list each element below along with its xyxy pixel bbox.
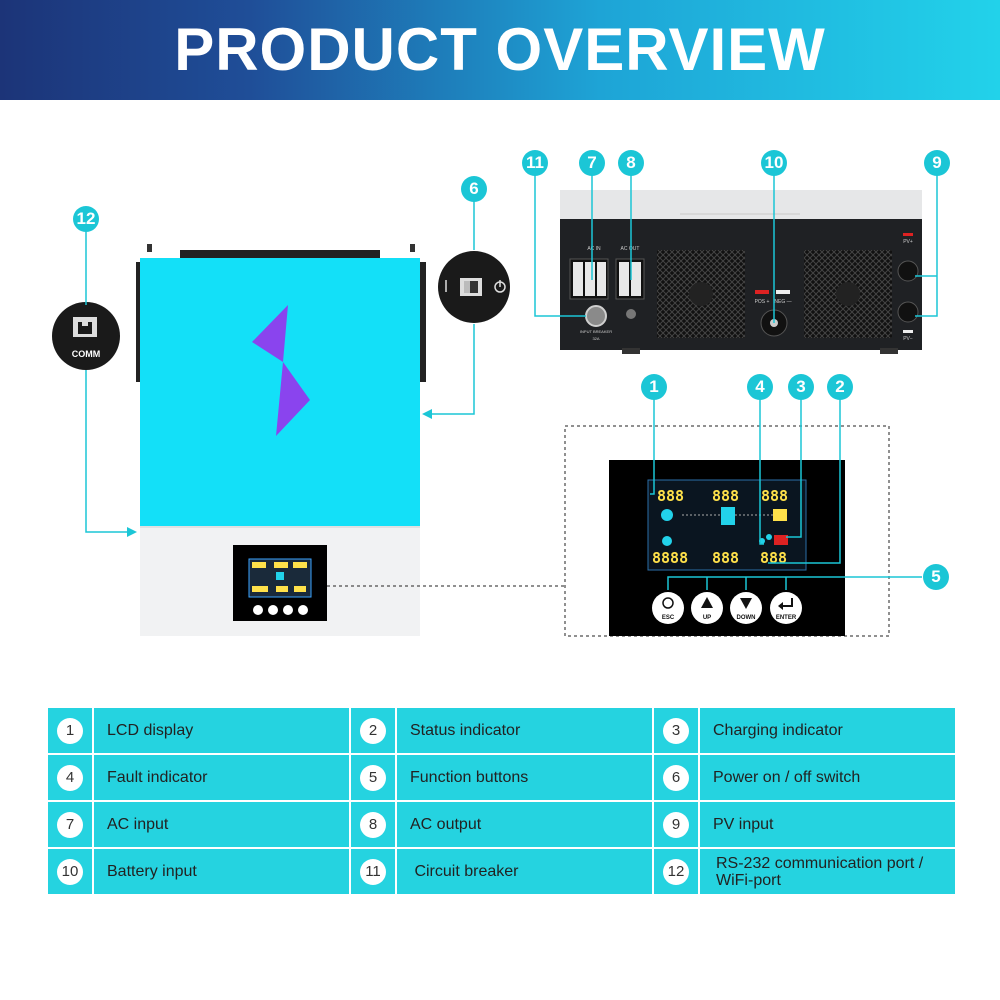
legend-row: 7 AC input 8 AC output 9 PV input bbox=[48, 802, 955, 849]
callout-3: 3 bbox=[788, 374, 814, 400]
callout-6: 6 bbox=[461, 176, 487, 202]
product-diagram: AC IN AC OUT INPUT BREAKER 32A POS + NEG… bbox=[52, 174, 938, 637]
legend-item: 2 Status indicator bbox=[351, 708, 652, 753]
inverter-bottom-view: AC IN AC OUT INPUT BREAKER 32A POS + NEG… bbox=[534, 174, 938, 354]
pv-input-positive bbox=[897, 260, 919, 282]
lcd-digits-bottom-3: 888 bbox=[760, 549, 787, 567]
lcd-digits-bottom-1: 8888 bbox=[652, 549, 688, 567]
input-breaker-label: INPUT BREAKER bbox=[580, 329, 612, 334]
legend-number: 3 bbox=[663, 717, 689, 744]
callout-10: 10 bbox=[761, 150, 787, 176]
legend-item: 4 Fault indicator bbox=[48, 755, 349, 800]
callout-11: 11 bbox=[522, 150, 548, 176]
pv-pos-label: PV+ bbox=[903, 239, 913, 245]
bolt-logo-top bbox=[252, 305, 288, 362]
breaker-rating-label: 32A bbox=[592, 336, 599, 341]
circuit-breaker bbox=[585, 305, 607, 327]
ac-out-label: AC OUT bbox=[621, 246, 640, 252]
callout-5: 5 bbox=[923, 564, 949, 590]
legend-item: 10 Battery input bbox=[48, 849, 349, 894]
legend-label: Function buttons bbox=[397, 755, 652, 800]
legend-table: 1 LCD display 2 Status indicator 3 Charg… bbox=[48, 708, 955, 896]
legend-label: Charging indicator bbox=[700, 708, 955, 753]
pos-label: POS + bbox=[755, 299, 770, 305]
pv-input-negative bbox=[897, 301, 919, 323]
legend-number: 10 bbox=[57, 858, 83, 885]
legend-number: 5 bbox=[360, 764, 386, 791]
legend-number: 4 bbox=[57, 764, 83, 791]
legend-number: 1 bbox=[57, 717, 83, 744]
page-title: PRODUCT OVERVIEW bbox=[174, 16, 826, 83]
legend-number: 11 bbox=[360, 858, 386, 885]
pv-neg-label: PV− bbox=[903, 336, 913, 342]
legend-label: Status indicator bbox=[397, 708, 652, 753]
esc-button-label: ESC bbox=[662, 615, 675, 621]
legend-item: 3 Charging indicator bbox=[654, 708, 955, 753]
legend-number: 6 bbox=[663, 764, 689, 791]
legend-number: 2 bbox=[360, 717, 386, 744]
lcd-digits-top-3: 888 bbox=[761, 487, 788, 505]
callout-8: 8 bbox=[618, 150, 644, 176]
legend-label: AC output bbox=[397, 802, 652, 847]
up-button-label: UP bbox=[703, 615, 711, 621]
neg-label: NEG — bbox=[774, 299, 791, 305]
callout-1: 1 bbox=[641, 374, 667, 400]
legend-label: Circuit breaker bbox=[397, 849, 652, 894]
lcd-digits-bottom-2: 888 bbox=[712, 549, 739, 567]
legend-number: 12 bbox=[663, 858, 689, 885]
callout-4: 4 bbox=[747, 374, 773, 400]
lcd-digits-top-2: 888 bbox=[712, 487, 739, 505]
down-button[interactable]: DOWN bbox=[730, 592, 762, 624]
enter-button-label: ENTER bbox=[776, 615, 797, 621]
legend-item: 11 Circuit breaker bbox=[351, 849, 652, 894]
up-button[interactable]: UP bbox=[691, 592, 723, 624]
legend-row: 1 LCD display 2 Status indicator 3 Charg… bbox=[48, 708, 955, 755]
lcd-panel-zoom: 888 888 888 8888 888 888 ESC U bbox=[609, 398, 922, 636]
comm-label: COMM bbox=[71, 349, 101, 359]
lcd-digits-top-1: 888 bbox=[657, 487, 684, 505]
callout-2: 2 bbox=[827, 374, 853, 400]
legend-label: Power on / off switch bbox=[700, 755, 955, 800]
legend-label: LCD display bbox=[94, 708, 349, 753]
legend-number: 9 bbox=[663, 811, 689, 838]
legend-label: Battery input bbox=[94, 849, 349, 894]
bolt-logo-bottom bbox=[276, 362, 310, 436]
arrow-down-icon bbox=[740, 598, 752, 609]
callout-12: 12 bbox=[73, 206, 99, 232]
legend-item: 5 Function buttons bbox=[351, 755, 652, 800]
legend-label: RS-232 communication port / WiFi-port bbox=[700, 849, 955, 894]
legend-label: Fault indicator bbox=[94, 755, 349, 800]
inverter-front-view bbox=[52, 200, 510, 636]
ac-in-label: AC IN bbox=[587, 246, 601, 252]
arrow-up-icon bbox=[701, 597, 713, 608]
legend-item: 7 AC input bbox=[48, 802, 349, 847]
legend-item: 6 Power on / off switch bbox=[654, 755, 955, 800]
esc-button[interactable]: ESC bbox=[652, 592, 684, 624]
legend-row: 10 Battery input 11 Circuit breaker 12 R… bbox=[48, 849, 955, 896]
legend-item: 8 AC output bbox=[351, 802, 652, 847]
callout-9: 9 bbox=[924, 150, 950, 176]
legend-label: AC input bbox=[94, 802, 349, 847]
legend-number: 7 bbox=[57, 811, 83, 838]
down-button-label: DOWN bbox=[737, 615, 756, 621]
legend-row: 4 Fault indicator 5 Function buttons 6 P… bbox=[48, 755, 955, 802]
callout-7: 7 bbox=[579, 150, 605, 176]
legend-label: PV input bbox=[700, 802, 955, 847]
legend-item: 9 PV input bbox=[654, 802, 955, 847]
legend-item: 12 RS-232 communication port / WiFi-port bbox=[654, 849, 955, 894]
legend-number: 8 bbox=[360, 811, 386, 838]
power-icon bbox=[662, 597, 674, 609]
legend-item: 1 LCD display bbox=[48, 708, 349, 753]
enter-button[interactable]: ENTER bbox=[770, 592, 802, 624]
header-banner bbox=[0, 0, 1000, 100]
enter-icon bbox=[780, 598, 793, 607]
